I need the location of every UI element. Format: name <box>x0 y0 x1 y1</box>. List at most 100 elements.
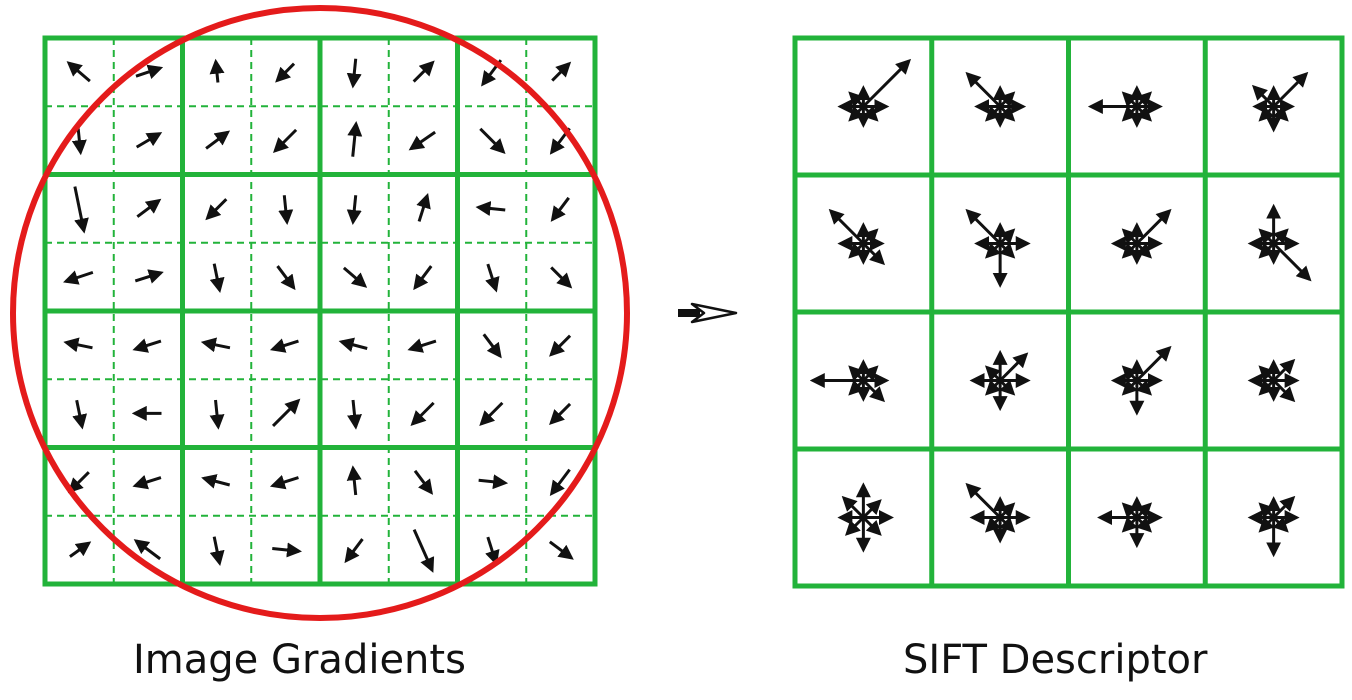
orientation-bin-arrow <box>1121 105 1138 122</box>
gradient-arrow <box>410 401 435 426</box>
gradient-arrow <box>73 186 89 234</box>
image-gradients-caption: Image Gradients <box>133 637 466 683</box>
orientation-bin-arrow <box>1135 91 1153 108</box>
histogram-cell <box>1251 71 1309 133</box>
gradient-arrow <box>548 540 574 560</box>
gradient-arrow <box>272 542 302 558</box>
orientation-bin-arrow <box>1272 242 1312 282</box>
orientation-bin-arrow <box>1135 242 1153 259</box>
gradient-arrow <box>407 338 437 353</box>
histogram-cell <box>1097 496 1163 549</box>
orientation-bin-arrow <box>1251 84 1275 108</box>
orientation-bin-arrow <box>862 499 882 519</box>
gradient-arrow <box>485 536 500 566</box>
gradient-arrow <box>201 474 231 489</box>
gradient-arrow <box>408 130 436 151</box>
gradient-arrow <box>275 62 296 83</box>
gradient-arrow <box>346 58 362 89</box>
histogram-cell <box>1110 208 1172 265</box>
orientation-bin-arrow <box>1135 105 1153 122</box>
orientation-bin-arrow <box>1272 379 1296 403</box>
descriptor-cell-grid <box>792 35 1345 589</box>
orientation-bin-arrow <box>1272 71 1309 108</box>
orientation-bin-arrow <box>1258 379 1275 396</box>
gradient-arrow <box>412 529 435 573</box>
gradient-arrow <box>133 539 162 561</box>
gradient-arrow <box>479 401 504 426</box>
histogram-cell <box>965 208 1031 288</box>
gradient-arrow <box>200 337 231 353</box>
orientation-bin-arrow <box>1121 228 1138 245</box>
gradient-arrow <box>478 474 509 490</box>
orientation-bin-arrow <box>1135 208 1172 245</box>
orientation-bin-arrow <box>999 379 1016 396</box>
orientation-bin-arrow <box>984 379 1002 396</box>
gradient-arrow <box>205 198 228 221</box>
gradient-arrow <box>412 60 435 83</box>
orientation-bin-arrow <box>1121 365 1138 382</box>
gradient-arrow <box>346 195 362 225</box>
gradient-arrow <box>479 127 506 155</box>
gradient-arrow <box>551 61 572 82</box>
gradient-arrow <box>342 266 368 288</box>
orientation-bin-arrow <box>841 495 865 519</box>
gradient-arrow <box>132 474 162 490</box>
histogram-cell <box>1247 358 1300 403</box>
gradient-arrow <box>475 201 506 216</box>
gradient-arrow <box>63 270 94 285</box>
gradient-cell-grid <box>42 35 598 587</box>
orientation-bin-arrow <box>828 208 865 245</box>
histogram-cell <box>1087 85 1163 128</box>
orientation-bin-arrow <box>848 242 865 259</box>
image-gradients-panel <box>10 5 630 621</box>
orientation-bin-arrow <box>862 58 912 108</box>
gradient-arrow <box>485 263 500 293</box>
orientation-bin-arrow <box>1272 228 1289 245</box>
orientation-bin-arrow <box>999 228 1016 245</box>
gradient-arrow <box>72 399 88 430</box>
gradient-arrow <box>416 192 431 222</box>
gradient-arrows <box>63 58 574 573</box>
gradient-arrow <box>134 269 164 284</box>
orientation-bin-arrow <box>984 516 1002 533</box>
orientation-bin-arrow <box>862 105 879 122</box>
gradient-arrow <box>413 469 434 495</box>
orientation-bin-arrow <box>1258 228 1275 245</box>
orientation-bin-arrow <box>848 91 865 108</box>
orientation-bin-arrow <box>1258 105 1275 122</box>
orientation-bin-arrow <box>984 242 1002 259</box>
orientation-bin-arrow <box>1272 495 1296 519</box>
transform-arrow <box>678 302 738 324</box>
orientation-bin-arrow <box>999 516 1016 533</box>
gradient-arrow <box>135 132 163 149</box>
sift-descriptor-panel <box>792 35 1345 589</box>
orientation-bin-arrow <box>1258 516 1275 533</box>
orientation-bin-arrow <box>984 105 1002 122</box>
orientation-bin-arrow <box>848 365 865 382</box>
orientation-histograms <box>809 58 1312 558</box>
gradient-arrow <box>135 64 164 79</box>
orientation-bin-arrow <box>862 242 886 266</box>
gradient-arrow <box>269 474 299 490</box>
orientation-bin-arrow <box>999 502 1016 519</box>
gradient-arrow <box>549 334 572 357</box>
orientation-bin-arrow <box>848 105 865 122</box>
orientation-bin-arrow <box>862 516 882 536</box>
orientation-bin-arrow <box>1135 379 1153 396</box>
gradient-arrow <box>482 333 502 359</box>
gradient-arrow <box>209 58 225 83</box>
orientation-bin-arrow <box>844 516 865 536</box>
orientation-bin-arrow <box>1121 91 1138 108</box>
gradient-arrow <box>276 265 296 291</box>
gradient-arrow <box>273 128 298 153</box>
orientation-bin-arrow <box>1135 345 1172 382</box>
gradient-arrow <box>136 198 162 218</box>
orientation-bin-arrow <box>1258 502 1275 519</box>
gradient-arrow <box>346 465 362 496</box>
gradient-arrow <box>205 130 231 150</box>
orientation-bin-arrow <box>862 365 879 382</box>
orientation-bin-arrow <box>1258 365 1275 382</box>
orientation-bin-arrow <box>1135 516 1153 533</box>
gradient-arrow <box>66 61 91 83</box>
sift-descriptor-caption: SIFT Descriptor <box>903 637 1208 683</box>
